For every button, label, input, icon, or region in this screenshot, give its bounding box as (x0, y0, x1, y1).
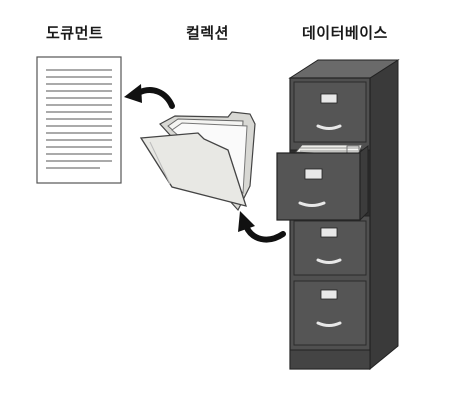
folder-icon (139, 111, 256, 212)
filing-cabinet-icon (276, 59, 400, 371)
curved-arrow-icon (238, 211, 286, 243)
cabinet-drawer-4 (293, 280, 367, 346)
database-label: 데이터베이스 (302, 24, 388, 42)
document-text-lines (46, 69, 112, 169)
curved-arrow-icon (124, 84, 175, 109)
document-page-icon (36, 56, 122, 184)
cabinet-drawer-3 (293, 220, 367, 276)
document-label: 도큐먼트 (46, 24, 104, 42)
cabinet-drawer-1 (293, 81, 367, 143)
cabinet-drawer-open (276, 144, 371, 222)
collection-label: 컬렉션 (186, 24, 229, 42)
